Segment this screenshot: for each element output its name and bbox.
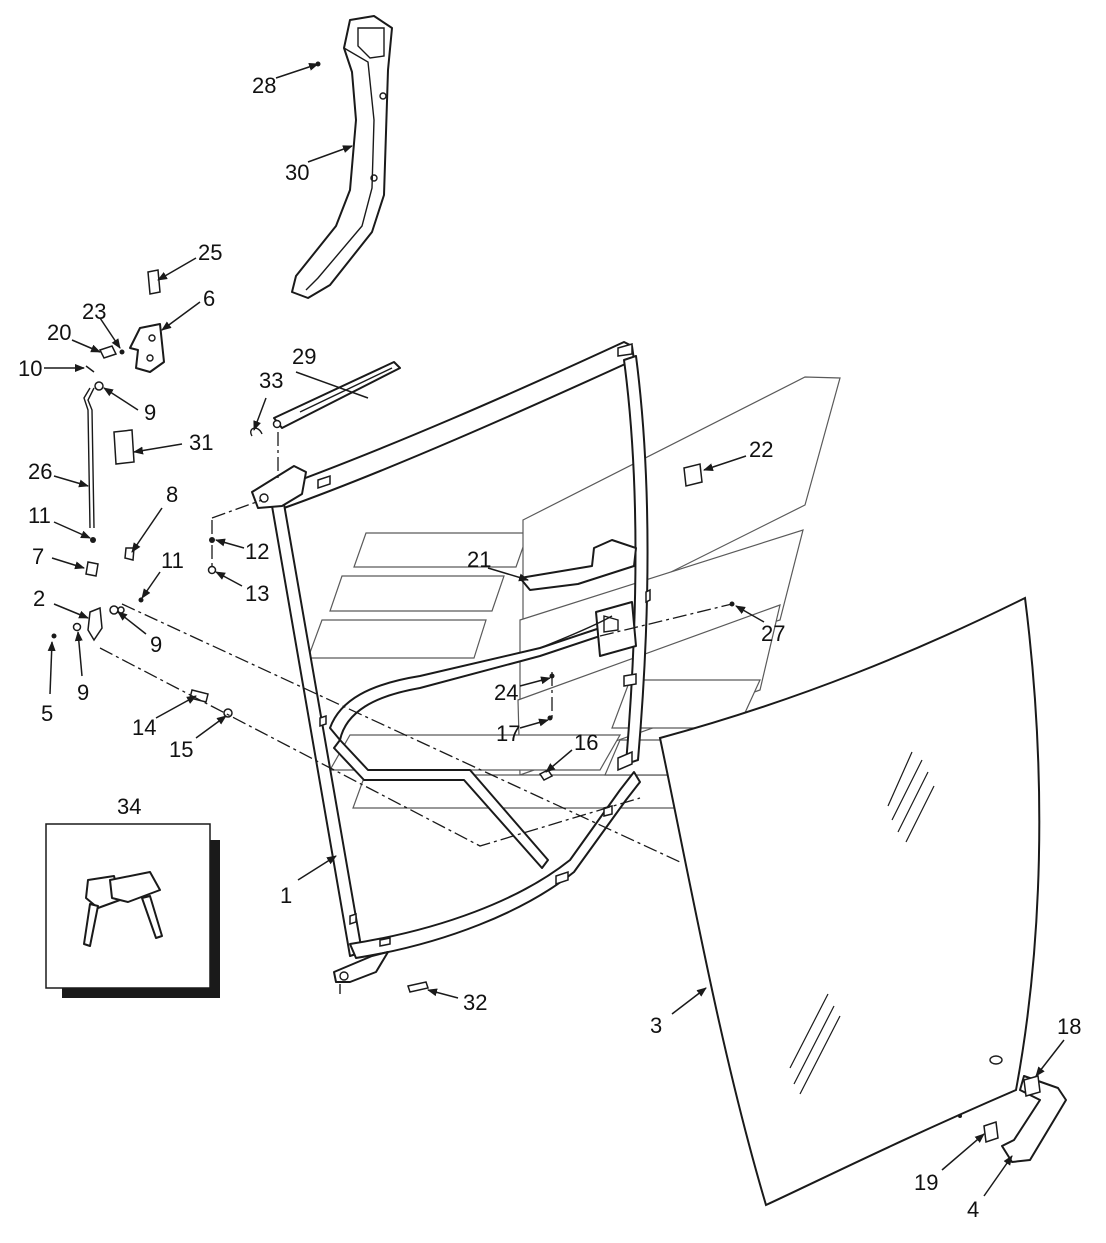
callout-33: 33 [259,368,283,393]
key-inset-34 [45,823,220,998]
callout-26: 26 [28,459,52,484]
callout-32: 32 [463,990,487,1015]
leader-arrows [44,63,1065,1197]
callout-31: 31 [189,430,213,455]
assembly-lines [99,432,733,863]
callout-4: 4 [967,1197,979,1222]
callout-3: 3 [650,1013,662,1038]
callout-12: 12 [245,539,269,564]
callout-7: 7 [32,544,44,569]
callout-labels: 28 30 25 6 23 20 29 10 33 9 31 22 26 8 1… [18,73,1081,1222]
callout-6: 6 [203,286,215,311]
callout-29: 29 [292,344,316,369]
door-glass-3 [658,596,1041,1207]
callout-1: 1 [280,883,292,908]
callout-14: 14 [132,715,156,740]
callout-11-lower: 11 [161,548,184,573]
callout-25: 25 [198,240,222,265]
callout-34: 34 [117,794,141,819]
callout-11-upper: 11 [28,503,51,528]
callout-30: 30 [285,160,309,185]
callout-9-lower: 9 [77,680,89,705]
callout-23: 23 [82,299,106,324]
callout-20: 20 [47,320,71,345]
callout-27: 27 [761,621,785,646]
handle-4 [983,1075,1067,1163]
callout-22: 22 [749,437,773,462]
door-frame-1 [251,341,651,994]
callout-28: 28 [252,73,276,98]
callout-9-right: 9 [150,632,162,657]
latch-hardware-group [51,269,233,718]
upper-pillar-30 [291,15,393,299]
callout-21: 21 [467,547,491,572]
callout-2: 2 [33,586,45,611]
callout-24: 24 [494,680,518,705]
callout-17: 17 [496,721,520,746]
callout-13: 13 [245,581,269,606]
callout-9-upper: 9 [144,400,156,425]
callout-15: 15 [169,737,193,762]
callout-5: 5 [41,701,53,726]
callout-10: 10 [18,356,42,381]
callout-18: 18 [1057,1014,1081,1039]
callout-19: 19 [914,1170,938,1195]
callout-16: 16 [574,730,598,755]
callout-8: 8 [166,482,178,507]
